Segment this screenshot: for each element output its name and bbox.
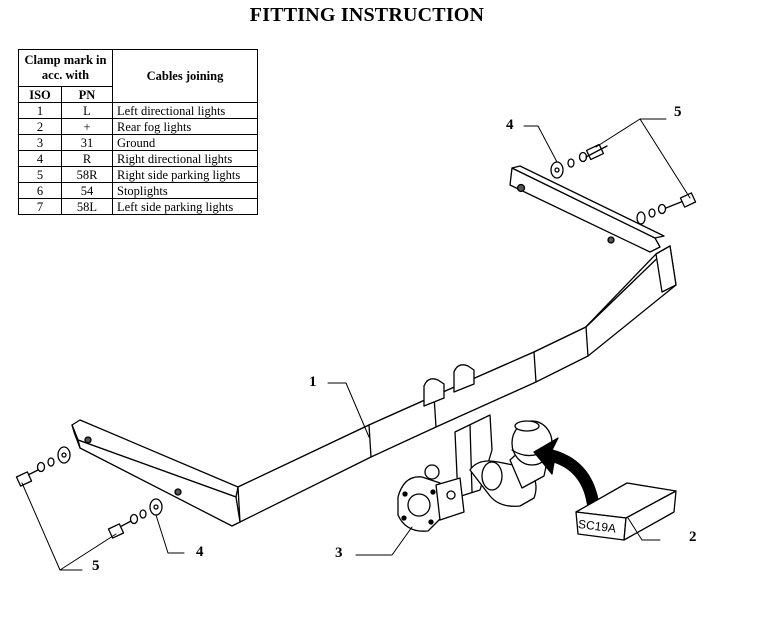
callout-bolts-upper: 5 (674, 104, 682, 120)
table-row: 4 R Right directional lights (18, 150, 258, 167)
pn-header: PN (61, 86, 113, 103)
callout-socket-box: 2 (689, 529, 697, 545)
cable-cell: Right side parking lights (112, 166, 258, 183)
cable-cell: Rear fog lights (112, 118, 258, 135)
callout-washer-lower: 4 (196, 544, 204, 560)
socket-plate (397, 476, 465, 532)
table-row: 5 58R Right side parking lights (18, 166, 258, 183)
callout-crossbar: 1 (309, 374, 317, 390)
curved-arrow-icon (533, 437, 599, 509)
callout-socket-plate: 3 (335, 545, 343, 561)
table-row: 7 58L Left side parking lights (18, 198, 258, 215)
cable-cell: Right directional lights (112, 150, 258, 167)
iso-cell: 7 (18, 198, 62, 215)
mounting-lugs (423, 364, 475, 407)
pn-cell: 58R (61, 166, 113, 183)
clamp-mark-header: Clamp mark in acc. with (18, 49, 113, 87)
left-side-bracket (71, 419, 241, 527)
electrical-kit-box (575, 482, 677, 541)
cable-joining-table: Clamp mark in acc. with Cables joining I… (18, 49, 258, 215)
upper-bolt-set (550, 143, 697, 225)
table-row: 2 + Rear fog lights (18, 118, 258, 135)
callout-washer-upper: 4 (506, 117, 514, 133)
page-title: FITTING INSTRUCTION (249, 4, 485, 26)
right-side-bracket (509, 165, 665, 253)
leader-lines (21, 118, 691, 571)
cable-cell: Left side parking lights (112, 198, 258, 215)
lower-bolt-set (15, 446, 163, 539)
table-row: 6 54 Stoplights (18, 182, 258, 199)
callout-bolts-lower: 5 (92, 558, 100, 574)
